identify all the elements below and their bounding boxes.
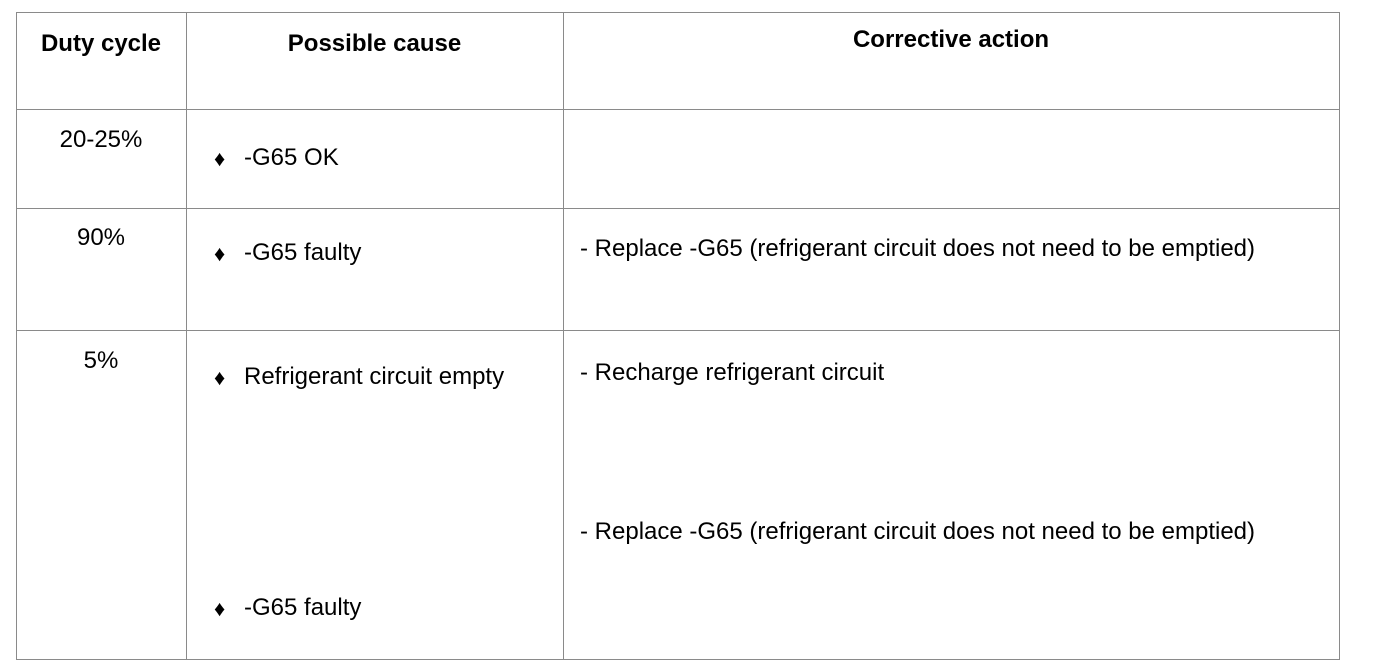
header-possible-cause: Possible cause [287, 30, 462, 57]
corrective-action-text: - Replace -G65 (refrigerant circuit does… [580, 235, 1256, 262]
row-divider [16, 208, 1340, 209]
possible-cause-text: -G65 OK [244, 144, 339, 171]
diamond-bullet-icon: ♦ [214, 365, 226, 390]
header-duty-cycle: Duty cycle [40, 30, 162, 57]
header-corrective-action: Corrective action [852, 26, 1050, 53]
table-border-bottom [16, 659, 1340, 660]
column-divider [563, 12, 564, 660]
diamond-bullet-icon: ♦ [214, 596, 226, 621]
table-border-left [16, 12, 17, 660]
duty-cycle-value: 20-25% [59, 126, 143, 153]
row-divider [16, 109, 1340, 110]
possible-cause-text: Refrigerant circuit empty [244, 363, 505, 390]
duty-cycle-value: 5% [83, 347, 119, 374]
row-divider [16, 330, 1340, 331]
column-divider [186, 12, 187, 660]
table-border-top [16, 12, 1340, 13]
possible-cause-text: -G65 faulty [244, 239, 362, 266]
corrective-action-text: - Replace -G65 (refrigerant circuit does… [580, 518, 1256, 545]
diamond-bullet-icon: ♦ [214, 241, 226, 266]
possible-cause-text: -G65 faulty [244, 594, 362, 621]
table-border-right [1339, 12, 1340, 660]
corrective-action-text: - Recharge refrigerant circuit [580, 359, 885, 386]
duty-cycle-value: 90% [76, 224, 126, 251]
diamond-bullet-icon: ♦ [214, 146, 226, 171]
